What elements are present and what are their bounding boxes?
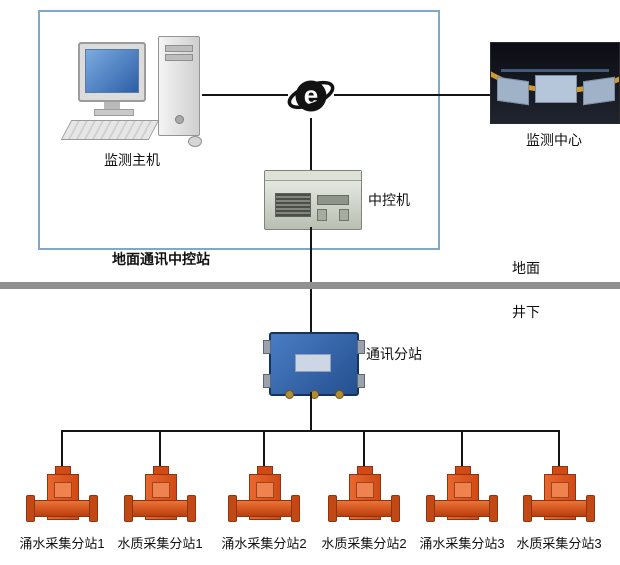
pipe-flange (89, 495, 98, 522)
wall-screen-right (583, 76, 615, 106)
wall-screen-center (535, 75, 577, 103)
pipe-flange (586, 495, 595, 522)
screen-glow (501, 69, 609, 72)
connector-internet-center (334, 94, 490, 96)
internet-e-icon: e (287, 80, 335, 112)
device-pipe (29, 500, 97, 517)
device-label-6: 水质采集分站3 (516, 536, 602, 551)
monitoring-host-label: 监测主机 (104, 152, 160, 168)
device-water-inflow-2 (228, 466, 300, 530)
device-pipe (526, 500, 594, 517)
pipe-flange (291, 495, 300, 522)
server-latch (339, 209, 349, 221)
pipe-flange (426, 495, 435, 522)
device-panel (54, 482, 72, 498)
device-label-3: 涌水采集分站2 (221, 536, 307, 551)
field-bus (61, 430, 560, 432)
device-label-2: 水质采集分站1 (117, 536, 203, 551)
drop-line-5 (461, 431, 463, 468)
pc-mouse (188, 136, 202, 147)
surface-divider (0, 282, 620, 289)
monitoring-host-illustration (60, 36, 202, 148)
cable-gland (285, 390, 294, 399)
drop-line-2 (159, 431, 161, 468)
device-water-inflow-3 (426, 466, 498, 530)
ground-station-label: 地面通讯中控站 (112, 251, 210, 267)
mounting-ear (263, 340, 271, 354)
pipe-flange (187, 495, 196, 522)
device-panel (152, 482, 170, 498)
communication-substation-box (263, 332, 365, 399)
underground-label: 井下 (512, 304, 540, 320)
monitoring-center-photo (490, 42, 620, 124)
monitoring-center-label: 监测中心 (526, 132, 582, 148)
central-control-server (264, 170, 362, 230)
mounting-ear (357, 374, 365, 388)
drop-line-6 (558, 431, 560, 468)
device-pipe (127, 500, 195, 517)
pipe-flange (489, 495, 498, 522)
device-panel (356, 482, 374, 498)
device-panel (454, 482, 472, 498)
connector-server-substation (310, 227, 312, 333)
server-top-face (265, 171, 361, 181)
surface-label: 地面 (512, 260, 540, 276)
drop-line-4 (363, 431, 365, 468)
device-water-quality-3 (523, 466, 595, 530)
pipe-flange (391, 495, 400, 522)
device-water-quality-1 (124, 466, 196, 530)
device-label-4: 水质采集分站2 (321, 536, 407, 551)
device-pipe (231, 500, 299, 517)
device-pipe (429, 500, 497, 517)
device-label-5: 涌水采集分站3 (419, 536, 505, 551)
pc-monitor (78, 42, 146, 102)
device-panel (551, 482, 569, 498)
device-water-quality-2 (328, 466, 400, 530)
device-pipe (331, 500, 399, 517)
pc-tower (158, 36, 200, 136)
connector-substation-bus (310, 392, 312, 432)
pc-keyboard (60, 120, 160, 140)
device-panel (256, 482, 274, 498)
central-control-label: 中控机 (368, 192, 410, 208)
mounting-ear (263, 374, 271, 388)
drop-line-3 (263, 431, 265, 468)
device-water-inflow-1 (26, 466, 98, 530)
substation-nameplate (295, 354, 331, 372)
pipe-flange (26, 495, 35, 522)
pipe-flange (523, 495, 532, 522)
device-label-1: 涌水采集分站1 (19, 536, 105, 551)
cable-gland (335, 390, 344, 399)
monitor-stand (104, 102, 120, 109)
server-drive-bay (317, 195, 349, 205)
wall-screen-left (497, 76, 529, 106)
pc-drive-bay (165, 54, 193, 61)
mounting-ear (357, 340, 365, 354)
server-vent (275, 193, 311, 217)
pc-power-button (175, 115, 184, 124)
pipe-flange (228, 495, 237, 522)
pipe-flange (328, 495, 337, 522)
pc-drive-bay (165, 45, 193, 52)
pipe-flange (124, 495, 133, 522)
ground-station-boundary (38, 10, 440, 250)
pc-screen (85, 49, 139, 93)
monitor-base (94, 109, 134, 116)
substation-label: 通讯分站 (366, 346, 422, 362)
server-latch (317, 209, 327, 221)
connector-host-internet (202, 94, 288, 96)
connector-internet-server (310, 118, 312, 172)
drop-line-1 (61, 431, 63, 468)
